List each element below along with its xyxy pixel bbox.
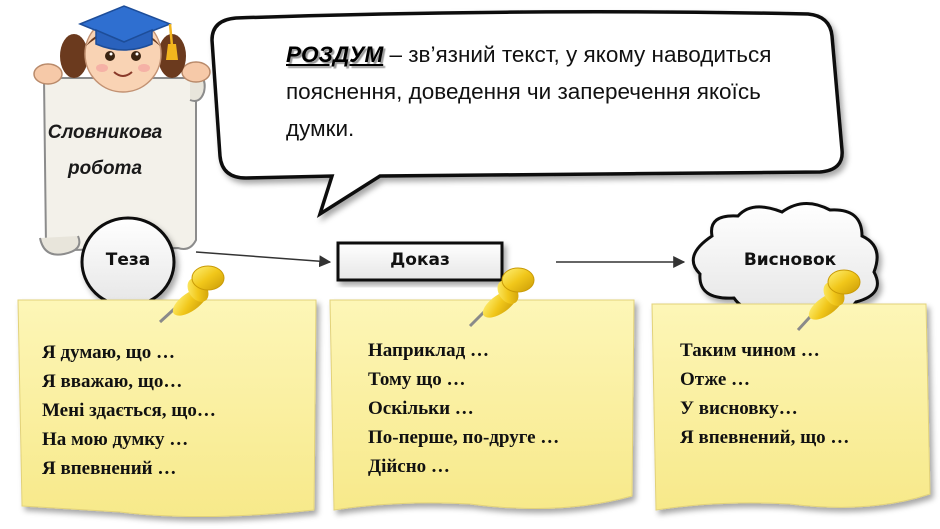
stage-label-thesis: Теза: [105, 250, 151, 270]
list-item: Я вважаю, що…: [42, 371, 183, 392]
definition-term: РОЗДУМ: [286, 42, 384, 67]
stage-label-proof: Доказ: [390, 250, 450, 270]
graduation-cap-icon: [78, 5, 178, 60]
stage-label-conclusion: Висновок: [743, 250, 837, 270]
definition-dash: –: [383, 42, 409, 67]
pushpin-icon: [796, 269, 861, 332]
list-item: Я впевнений …: [42, 458, 177, 479]
list-item: У висновку…: [680, 398, 798, 419]
list-item: Наприклад …: [368, 340, 489, 361]
scroll-label-line1: Словникова: [47, 122, 163, 143]
list-item: Отже …: [680, 369, 751, 390]
student-scroll-illustration: [33, 5, 211, 256]
thesis-phrases-list: Я думаю, що … Я вважаю, що… Мені здаєтьс…: [42, 338, 216, 483]
list-item: По-перше, по-друге …: [368, 427, 560, 448]
proof-rectangle: [336, 241, 504, 282]
proof-phrases-list: Наприклад … Тому що … Оскільки … По-перш…: [368, 336, 559, 481]
definition-body: зв’язний текст, у якому наводиться поясн…: [286, 42, 772, 141]
note-conclusion: [651, 303, 931, 511]
list-item: Мені здається, що…: [42, 400, 216, 421]
list-item: Дійсно …: [368, 456, 450, 477]
note-thesis: [17, 299, 317, 518]
arrow-thesis-to-proof: [195, 251, 332, 268]
pushpin-icon: [468, 267, 535, 328]
list-item: Я впевнений, що …: [680, 427, 850, 448]
list-item: На мою думку …: [42, 429, 189, 450]
speech-bubble: [210, 10, 844, 219]
list-item: Тому що …: [368, 369, 466, 390]
list-item: Я думаю, що …: [42, 342, 175, 363]
definition-text: РОЗДУМ – зв’язний текст, у якому наводит…: [286, 36, 806, 147]
scroll-label-line2: робота: [67, 158, 143, 179]
list-item: Оскільки …: [368, 398, 474, 419]
list-item: Таким чином …: [680, 340, 820, 361]
pushpin-icon: [158, 265, 225, 324]
note-proof: [329, 299, 635, 511]
conclusion-phrases-list: Таким чином … Отже … У висновку… Я впевн…: [680, 336, 849, 452]
